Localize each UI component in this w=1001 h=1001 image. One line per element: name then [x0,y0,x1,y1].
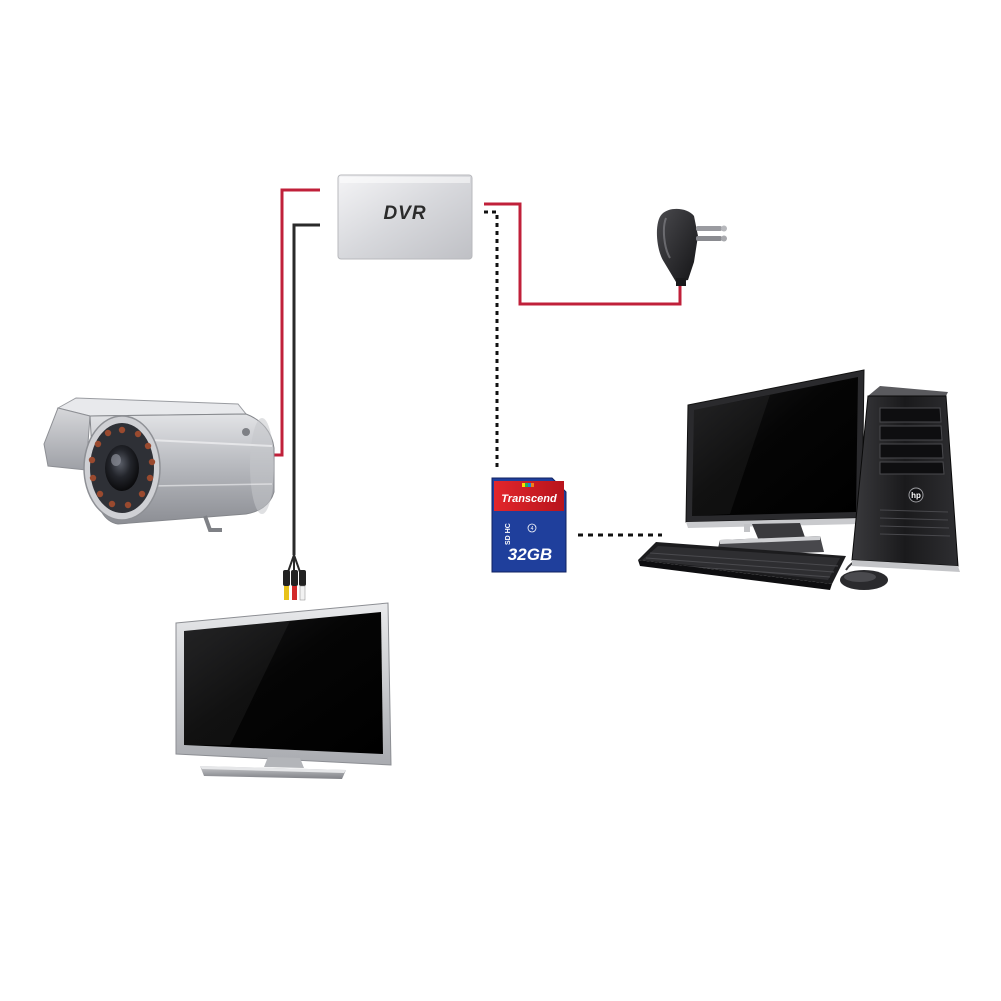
dvr-box: DVR [337,174,473,260]
pc-brand-badge: hp [911,491,921,500]
tv-monitor [175,602,392,779]
pc-tower: hp [851,386,960,572]
dvr-label: DVR [383,203,426,224]
power-wire-adapter [484,202,682,306]
security-camera [43,397,275,532]
sd-capacity: 32GB [508,545,552,564]
sd-class-mark: 4 [531,526,534,532]
sd-brand: Transcend [501,493,557,505]
rca-connectors [283,554,306,601]
camera-lens [105,445,139,491]
sd-type-mark: SD HC [505,523,512,545]
keyboard [638,542,846,590]
video-wire-tv [292,223,320,555]
power-wire-camera [270,188,320,457]
sd-rainbow-mark [522,483,534,487]
power-adapter [656,208,727,286]
tv-screen [184,612,383,754]
drive-bays [879,407,945,475]
data-link-sd [484,210,499,470]
ir-led-ring [88,426,156,509]
desktop-computer: hp [638,369,960,590]
pc-monitor [685,369,865,556]
sd-card: Transcend SD HC 4 32GB [491,477,567,573]
wiring [270,188,682,555]
